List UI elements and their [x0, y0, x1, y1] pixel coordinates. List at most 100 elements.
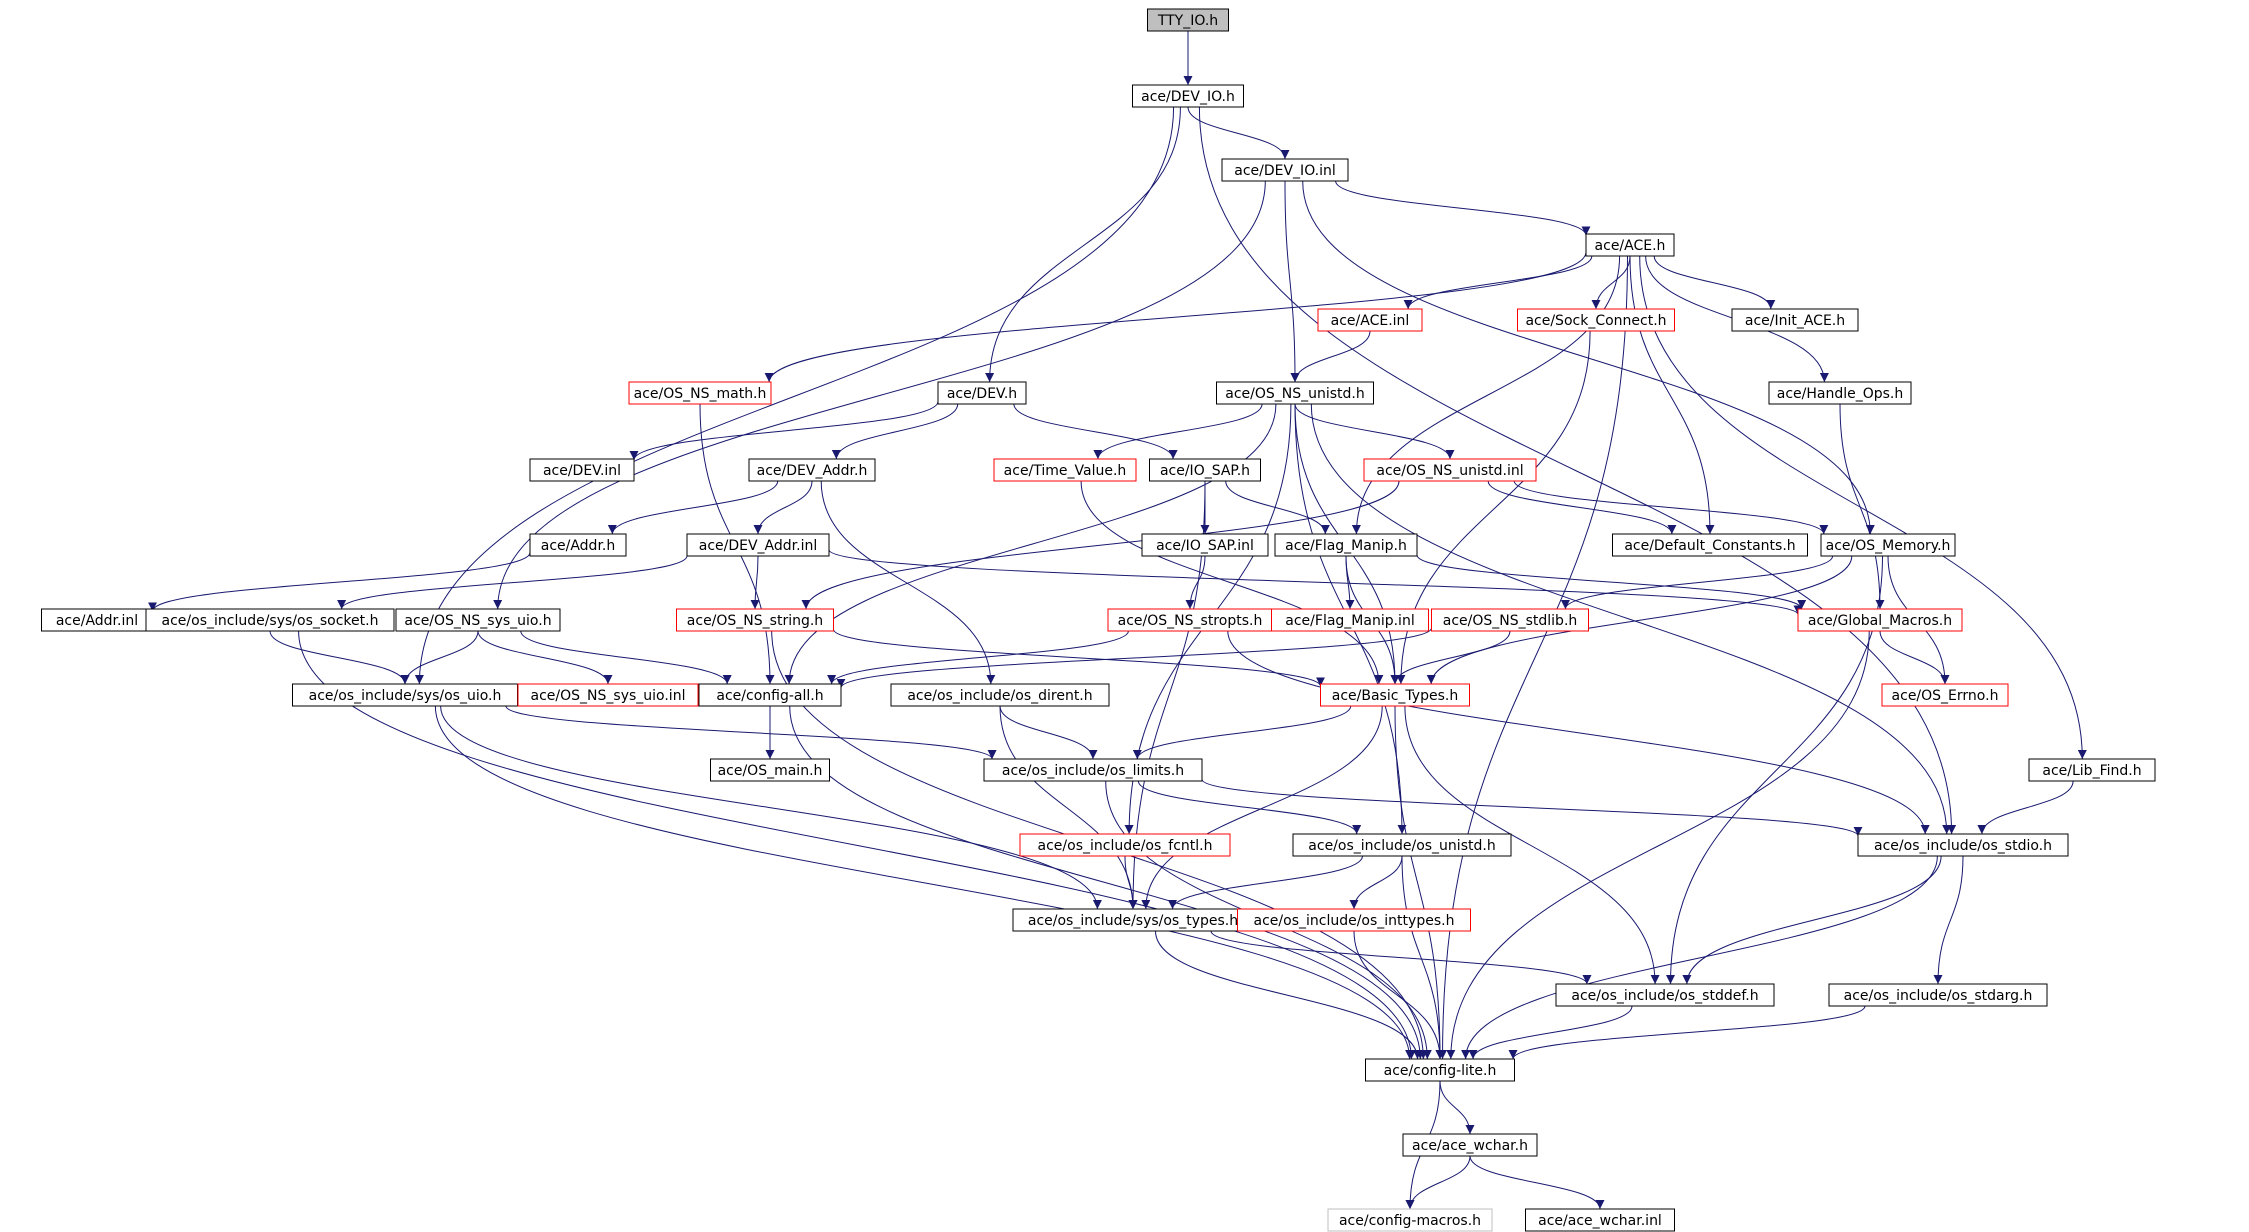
node-box [993, 458, 1137, 482]
node-os-stdarg-h[interactable]: ace/os_include/os_stdarg.h [1828, 983, 2048, 1007]
node-ace-h[interactable]: ace/ACE.h [1585, 233, 1675, 257]
node-io-sap-h[interactable]: ace/IO_SAP.h [1149, 458, 1261, 482]
edge-os-dirent-h-to-os-types-h [999, 705, 1138, 910]
node-label: ace/DEV_Addr.h [757, 463, 868, 479]
node-box [1292, 833, 1512, 857]
node-box [1828, 983, 2048, 1007]
edge-os-memory-h-to-os-ns-stdlib-h [1560, 555, 1834, 610]
node-box [1525, 1208, 1675, 1232]
node-dev-h[interactable]: ace/DEV.h [937, 381, 1027, 405]
node-time-value-h[interactable]: ace/Time_Value.h [993, 458, 1137, 482]
node-box [1147, 8, 1229, 32]
node-box [529, 533, 627, 557]
node-flag-manip-h[interactable]: ace/Flag_Manip.h [1274, 533, 1418, 557]
node-dev-addr-h[interactable]: ace/DEV_Addr.h [748, 458, 876, 482]
edge-os-types-h-to-os-stddef-h [1210, 930, 1592, 985]
node-box [698, 683, 842, 707]
node-addr-h[interactable]: ace/Addr.h [529, 533, 627, 557]
node-label: ace/OS_NS_stdlib.h [1443, 613, 1578, 629]
node-lib-find-h[interactable]: ace/Lib_Find.h [2028, 758, 2156, 782]
node-label: ace/ACE.h [1595, 238, 1666, 254]
node-io-sap-inl[interactable]: ace/IO_SAP.inl [1141, 533, 1269, 557]
edge-dev-io-h-to-dev-io-inl [1187, 106, 1290, 160]
node-tty-io-h[interactable]: TTY_IO.h [1147, 8, 1229, 32]
node-box [1731, 308, 1859, 332]
node-addr-inl[interactable]: ace/Addr.inl [41, 608, 153, 632]
node-os-main-h[interactable]: ace/OS_main.h [710, 758, 830, 782]
node-dev-io-inl[interactable]: ace/DEV_IO.inl [1221, 158, 1349, 182]
edge-ace-h-to-flag-manip-h [1351, 255, 1621, 535]
edge-os-uio-h-to-config-lite-h [434, 705, 1415, 1060]
node-label: TTY_IO.h [1157, 13, 1218, 29]
node-box [1019, 833, 1231, 857]
node-basic-types-h[interactable]: ace/Basic_Types.h [1320, 683, 1470, 707]
node-init-ace-h[interactable]: ace/Init_ACE.h [1731, 308, 1859, 332]
node-handle-ops-h[interactable]: ace/Handle_Ops.h [1768, 381, 1912, 405]
node-config-all-h[interactable]: ace/config-all.h [698, 683, 842, 707]
node-os-errno-h[interactable]: ace/OS_Errno.h [1881, 683, 2009, 707]
node-os-dirent-h[interactable]: ace/os_include/os_dirent.h [890, 683, 1110, 707]
node-os-limits-h[interactable]: ace/os_include/os_limits.h [983, 758, 1203, 782]
node-os-types-h[interactable]: ace/os_include/sys/os_types.h [1012, 908, 1254, 932]
edge-os-ns-unistd-inl-to-os-memory-h [1513, 480, 1829, 535]
edge-os-ns-stropts-h-to-os-stdio-h [1227, 630, 1930, 835]
edge-io-sap-h-to-flag-manip-h [1225, 480, 1330, 535]
node-os-ns-stdlib-h[interactable]: ace/OS_NS_stdlib.h [1431, 608, 1589, 632]
node-os-ns-string-h[interactable]: ace/OS_NS_string.h [676, 608, 834, 632]
node-flag-manip-inl[interactable]: ace/Flag_Manip.inl [1271, 608, 1429, 632]
edge-os-types-h-to-config-lite-h [1155, 930, 1422, 1060]
node-dev-inl[interactable]: ace/DEV.inl [529, 458, 635, 482]
node-os-socket-h[interactable]: ace/os_include/sys/os_socket.h [145, 608, 395, 632]
edge-basic-types-h-to-os-types-h [1141, 705, 1383, 910]
node-os-ns-unistd-inl[interactable]: ace/OS_NS_unistd.inl [1363, 458, 1537, 482]
node-dev-addr-inl[interactable]: ace/DEV_Addr.inl [686, 533, 830, 557]
node-os-stdio-h[interactable]: ace/os_include/os_stdio.h [1857, 833, 2069, 857]
node-box [1221, 158, 1349, 182]
node-label: ace/OS_Errno.h [1892, 688, 1999, 704]
node-label: ace/OS_NS_string.h [687, 613, 823, 629]
node-os-ns-unistd-h[interactable]: ace/OS_NS_unistd.h [1216, 381, 1374, 405]
node-label: ace/Flag_Manip.inl [1285, 613, 1414, 629]
node-label: ace/DEV_IO.h [1141, 89, 1235, 105]
node-default-constants-h[interactable]: ace/Default_Constants.h [1612, 533, 1808, 557]
node-os-inttypes-h[interactable]: ace/os_include/os_inttypes.h [1237, 908, 1471, 932]
node-os-ns-math-h[interactable]: ace/OS_NS_math.h [628, 381, 772, 405]
node-os-memory-h[interactable]: ace/OS_Memory.h [1820, 533, 1956, 557]
node-ace-wchar-h[interactable]: ace/ace_wchar.h [1402, 1133, 1538, 1157]
edge-dev-addr-h-to-addr-h [607, 480, 779, 535]
node-label: ace/Init_ACE.h [1745, 313, 1845, 329]
node-box [1274, 533, 1418, 557]
node-box [1820, 533, 1956, 557]
node-os-uio-h[interactable]: ace/os_include/sys/os_uio.h [292, 683, 518, 707]
node-box [1320, 683, 1470, 707]
node-config-macros-h[interactable]: ace/config-macros.h [1327, 1208, 1493, 1232]
edge-dev-addr-inl-to-os-ns-string-h [750, 555, 760, 610]
node-ace-inl[interactable]: ace/ACE.inl [1317, 308, 1423, 332]
node-os-unistd-h[interactable]: ace/os_include/os_unistd.h [1292, 833, 1512, 857]
edge-os-ns-unistd-inl-to-default-constants-h [1487, 480, 1677, 535]
node-global-macros-h[interactable]: ace/Global_Macros.h [1797, 608, 1963, 632]
edge-dev-io-h-to-dev-h [985, 106, 1181, 383]
node-dev-io-h[interactable]: ace/DEV_IO.h [1132, 84, 1244, 108]
node-label: ace/os_include/os_inttypes.h [1254, 913, 1455, 929]
edge-os-ns-sys-uio-h-to-os-ns-sys-uio-inl [477, 630, 613, 685]
node-os-ns-stropts-h[interactable]: ace/OS_NS_stropts.h [1107, 608, 1273, 632]
node-label: ace/os_include/sys/os_types.h [1028, 913, 1238, 929]
edge-ace-h-to-init-ace-h [1653, 255, 1776, 310]
node-label: ace/os_include/os_stddef.h [1571, 988, 1758, 1004]
node-box [676, 608, 834, 632]
edge-time-value-h-to-basic-types-h [1080, 480, 1384, 685]
edge-os-unistd-h-to-os-inttypes-h [1349, 855, 1403, 910]
node-sock-connect-h[interactable]: ace/Sock_Connect.h [1517, 308, 1675, 332]
node-config-lite-h[interactable]: ace/config-lite.h [1365, 1058, 1515, 1082]
node-os-ns-sys-uio-h[interactable]: ace/OS_NS_sys_uio.h [395, 608, 561, 632]
node-ace-wchar-inl[interactable]: ace/ace_wchar.inl [1525, 1208, 1675, 1232]
node-os-fcntl-h[interactable]: ace/os_include/os_fcntl.h [1019, 833, 1231, 857]
node-label: ace/os_include/os_stdio.h [1874, 838, 2052, 854]
edge-os-ns-unistd-h-to-time-value-h [1093, 403, 1263, 460]
node-label: ace/Sock_Connect.h [1525, 313, 1666, 329]
node-os-ns-sys-uio-inl[interactable]: ace/OS_NS_sys_uio.inl [517, 683, 699, 707]
edge-dev-addr-h-to-dev-addr-inl [753, 480, 813, 535]
edge-os-uio-h-to-os-types-h [440, 705, 1102, 910]
node-os-stddef-h[interactable]: ace/os_include/os_stddef.h [1555, 983, 1775, 1007]
